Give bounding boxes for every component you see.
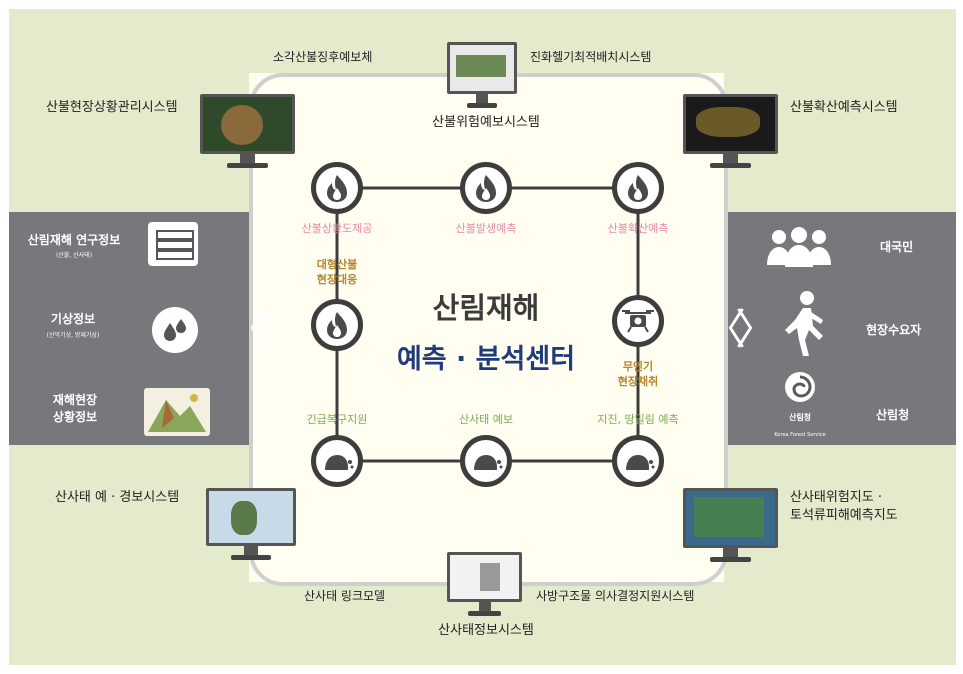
monitor-icon (206, 488, 296, 560)
input-title: 기상정보 (50, 312, 96, 326)
system-label: 산사태정보시스템 (438, 623, 534, 638)
fire-node (311, 299, 363, 351)
fire-icon (476, 175, 496, 202)
node-label: 산사태 예보 (458, 413, 514, 426)
input-subtitle: (산악기상, 방재기상) (46, 332, 100, 339)
monitor-icon (447, 42, 517, 108)
landslide-icon (626, 455, 655, 470)
chevron-right-icon: 〉 (735, 305, 778, 354)
system-label: 산불위험예보시스템 (432, 115, 540, 130)
node-label: 긴급복구지원 (306, 413, 368, 426)
landslide-icon (474, 455, 503, 470)
logo-title: 산림청 (788, 413, 812, 422)
input-title: 산림재해 연구정보 (27, 233, 121, 247)
drone-node (612, 295, 664, 347)
center-title: 산림재해 (432, 291, 540, 325)
landslide-icon (325, 455, 354, 470)
disaster-scene-icon (144, 388, 210, 436)
system-label: 산불확산예측시스템 (790, 100, 898, 115)
system-label: 사방구조물 의사결정지원시스템 (536, 589, 695, 603)
monitor-icon (447, 552, 522, 616)
system-label: 산불현장상황관리시스템 (46, 100, 178, 115)
drone-icon (622, 310, 654, 333)
output-title: 현장수요자 (866, 323, 922, 337)
fire-icon (327, 175, 347, 202)
logo-subtitle: Korea Forest Service (774, 432, 826, 438)
node-label: 산불상황도제공 (301, 222, 373, 235)
fire-icon (327, 312, 347, 339)
landslide-node (311, 435, 363, 487)
system-label: 진화헬기최적배치시스템 (530, 50, 652, 64)
node-label: 지진, 땅밀림 예측 (597, 413, 679, 426)
node-label: 무인기 (622, 360, 654, 373)
node-label: 산불확산예측 (607, 222, 669, 235)
node-label: 산불발생예측 (455, 222, 517, 235)
forest-service-logo-icon (785, 372, 815, 402)
input-subtitle: (산불, 산사태) (55, 252, 93, 259)
landslide-node (612, 435, 664, 487)
chevron-left-icon: 〈 (226, 305, 269, 354)
output-band (724, 212, 956, 445)
database-icon (148, 222, 198, 266)
node-label: 현장대응 (316, 273, 358, 286)
system-label: 소각산불징후예보체 (273, 50, 373, 64)
walking-person-icon (775, 290, 831, 358)
chevron-right-icon: 〉 (258, 305, 301, 354)
monitor-icon (683, 488, 778, 562)
center-subtitle: 예측 · 분석센터 (396, 344, 576, 375)
monitor-icon (200, 94, 295, 168)
people-icon (763, 225, 835, 269)
raindrops-icon (152, 307, 198, 353)
fire-icon (628, 175, 648, 202)
system-label: 토석류피해예측지도 (790, 508, 898, 523)
monitor-icon (683, 94, 778, 168)
system-label: 산사태 예 · 경보시스템 (55, 490, 180, 505)
input-title: 상황정보 (52, 410, 98, 424)
chevron-left-icon: 〈 (704, 305, 747, 354)
system-label: 산사태 링크모델 (304, 589, 386, 603)
node-label: 대형산불 (316, 258, 358, 271)
fire-node (311, 162, 363, 214)
fire-node (460, 162, 512, 214)
output-title: 산림청 (876, 408, 910, 422)
fire-node (612, 162, 664, 214)
output-title: 대국민 (880, 240, 914, 254)
landslide-node (460, 435, 512, 487)
input-title: 재해현장 (52, 393, 98, 407)
node-label: 현장채취 (617, 375, 659, 388)
system-label: 산사태위험지도 · (790, 490, 882, 505)
